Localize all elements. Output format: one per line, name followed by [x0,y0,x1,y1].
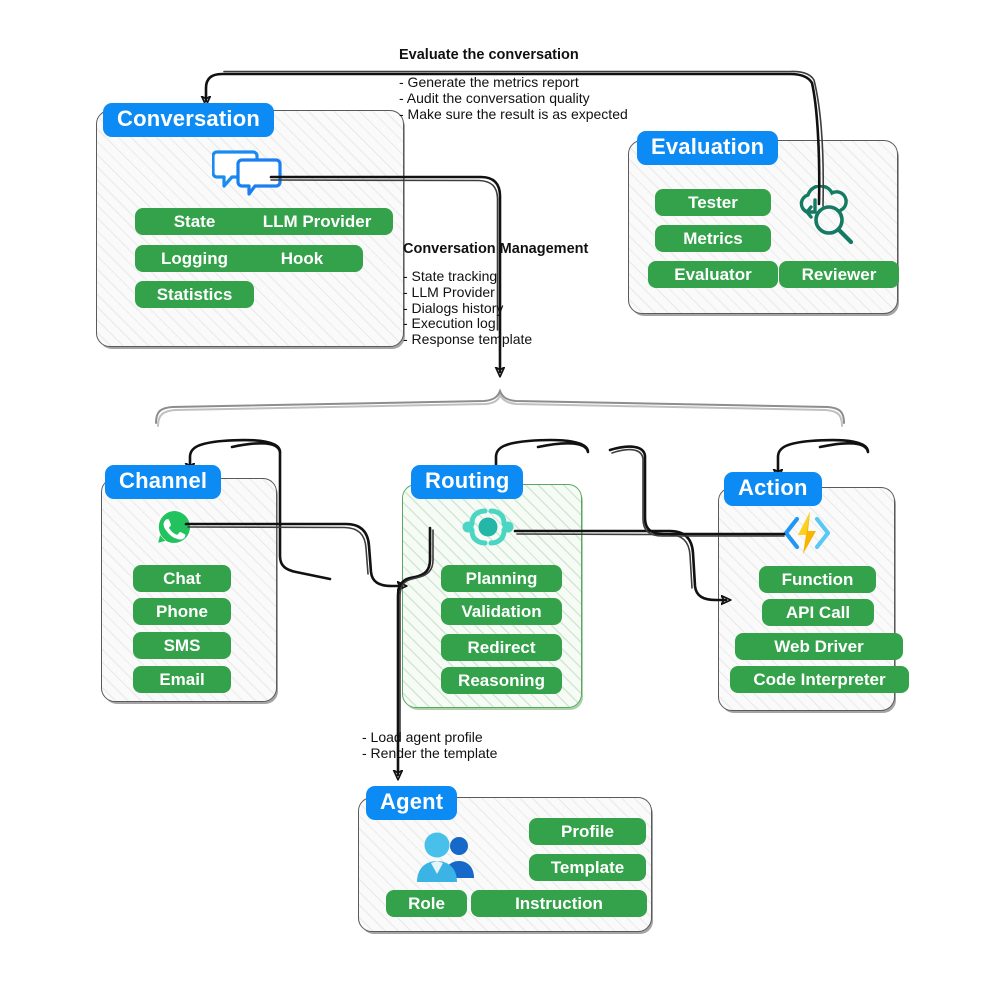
annotation-agent-notes-item: - Load agent profile [362,729,483,745]
pill-hook[interactable]: Hook [241,245,363,272]
annotation-conversation-management-item: - Execution log [403,315,496,332]
pill-template[interactable]: Template [529,854,646,881]
panel-routing-title: Routing [411,465,524,499]
annotation-conversation-management-item: - LLM Provider [403,283,495,300]
pill-code-interpreter[interactable]: Code Interpreter [730,666,909,693]
annotation-evaluate-item: - Make sure the result is as expected [399,105,628,122]
cloud-magnifier-icon [793,184,857,247]
annotation-conversation-management-item: - State tracking [403,268,498,284]
panel-evaluation-title: Evaluation [637,131,779,165]
pill-sms[interactable]: SMS [133,632,231,659]
pill-reviewer[interactable]: Reviewer [779,261,899,288]
pill-validation[interactable]: Validation [441,598,562,625]
panel-channel[interactable] [101,478,277,702]
annotation-evaluate-the-conversation: Evaluate the conversation - Generate the… [399,47,628,122]
pill-state[interactable]: State [135,208,254,235]
pill-role[interactable]: Role [386,890,467,917]
link-stack-to-channel [190,438,282,468]
annotation-conversation-management-item: - Dialogs history [403,299,504,316]
whatsapp-icon [155,508,193,546]
pill-redirect[interactable]: Redirect [441,634,562,661]
users-icon [415,830,477,885]
link-stack-to-action [778,438,870,474]
chat-bubbles-icon [211,146,282,196]
annotation-evaluate-item: - Generate the metrics report [399,74,579,90]
annotation-conversation-management-item: - Response template [403,331,533,348]
pill-logging[interactable]: Logging [135,245,254,272]
pill-chat[interactable]: Chat [133,565,231,592]
routing-node-icon [457,505,519,553]
stack-brace [155,388,845,424]
panel-action-title: Action [724,472,822,506]
pill-instruction[interactable]: Instruction [471,890,647,917]
pill-web-driver[interactable]: Web Driver [735,633,903,660]
panel-channel-title: Channel [105,465,222,499]
pill-profile[interactable]: Profile [529,818,646,845]
annotation-agent-notes-item: - Render the template [362,745,498,761]
pill-phone[interactable]: Phone [133,598,231,625]
pill-function[interactable]: Function [759,566,876,593]
link-channel-drop [278,450,332,581]
pill-email[interactable]: Email [133,666,231,693]
annotation-conversation-management-title: Conversation Management [403,241,589,257]
annotation-agent-notes: - Load agent profile - Render the templa… [362,729,497,761]
stack-brace-shadow [157,392,843,427]
pill-reasoning[interactable]: Reasoning [441,667,562,694]
panel-agent-title: Agent [366,786,458,820]
annotation-evaluate-title: Evaluate the conversation [399,47,579,63]
annotation-conversation-management: Conversation Management - State tracking… [403,241,588,348]
annotation-evaluate-item: - Audit the conversation quality [399,89,590,106]
pill-evaluator[interactable]: Evaluator [648,261,778,288]
code-lightning-icon [782,510,832,556]
pill-llm-provider[interactable]: LLM Provider [241,208,393,235]
pill-statistics[interactable]: Statistics [135,281,254,308]
pill-planning[interactable]: Planning [441,565,562,592]
pill-metrics[interactable]: Metrics [655,225,771,252]
pill-tester[interactable]: Tester [655,189,771,216]
panel-conversation-title: Conversation [103,103,274,137]
pill-api-call[interactable]: API Call [762,599,874,626]
